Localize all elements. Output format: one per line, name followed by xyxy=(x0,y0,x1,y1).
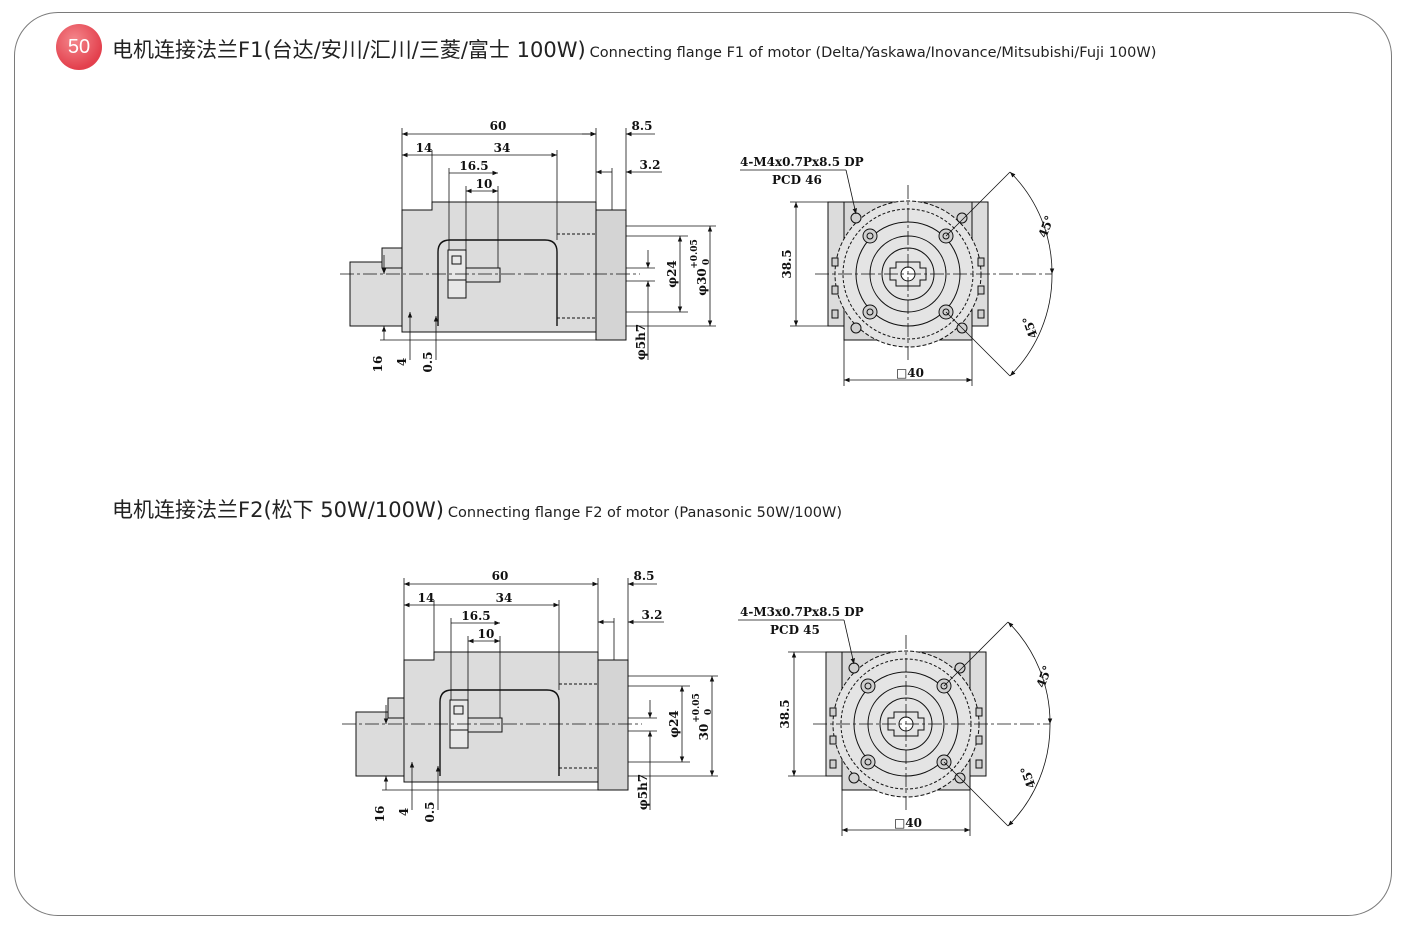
section-title-f1: 电机连接法兰F1(台达/安川/汇川/三菱/富士 100W)Connecting … xyxy=(112,34,1156,64)
front-view-f2 xyxy=(738,619,1053,836)
thread-spec: 4-M4x0.7Px8.5 DP xyxy=(740,155,864,169)
side-view-f1 xyxy=(340,128,716,360)
dim-4: 4 xyxy=(395,358,409,366)
dim-38-5: 38.5 xyxy=(778,699,792,728)
dim-phi5h7: φ5h7 xyxy=(636,774,650,810)
tol-lower: 0 xyxy=(704,709,714,715)
page-frame xyxy=(14,12,1392,916)
dim-0-5: 0.5 xyxy=(421,352,435,373)
dim-10: 10 xyxy=(476,177,493,191)
tol-lower: 0 xyxy=(702,259,712,265)
dim-10: 10 xyxy=(478,627,495,641)
title-f2-zh: 电机连接法兰F2(松下 50W/100W) xyxy=(112,498,444,522)
pcd-spec: PCD 45 xyxy=(770,623,820,637)
thread-spec: 4-M3x0.7Px8.5 DP xyxy=(740,605,864,619)
dim-16-5: 16.5 xyxy=(461,609,490,623)
dim-16: 16 xyxy=(371,356,385,373)
pcd-spec: PCD 46 xyxy=(772,173,822,187)
page-number-badge: 50 xyxy=(56,24,102,70)
dim-8-5: 8.5 xyxy=(632,119,653,133)
title-f1-en: Connecting flange F1 of motor (Delta/Yas… xyxy=(589,45,1157,61)
dim-phi24: φ24 xyxy=(665,260,679,288)
dim-60: 60 xyxy=(490,119,507,133)
dim-3-2: 3.2 xyxy=(642,608,663,622)
title-f2-en: Connecting flange F2 of motor (Panasonic… xyxy=(447,505,843,521)
side-view-f2-labels: 60 8.5 14 34 16.5 10 3.2 φ24 30 +0.05 0 … xyxy=(373,569,714,822)
tol-upper: +0.05 xyxy=(690,239,700,268)
dim-8-5: 8.5 xyxy=(634,569,655,583)
section-title-f2: 电机连接法兰F2(松下 50W/100W)Connecting flange F… xyxy=(112,494,842,524)
angle-45-top: 45° xyxy=(1036,214,1057,240)
front-view-f1 xyxy=(740,169,1055,386)
angle-45-bottom: 45° xyxy=(1020,314,1041,340)
dim-phi30: φ30 xyxy=(695,268,709,296)
dim-34: 34 xyxy=(494,141,511,155)
dim-0-5: 0.5 xyxy=(423,802,437,823)
title-f1-zh: 电机连接法兰F1(台达/安川/汇川/三菱/富士 100W) xyxy=(112,38,586,62)
dim-14: 14 xyxy=(416,141,433,155)
angle-45-bottom: 45° xyxy=(1018,764,1039,790)
dim-14: 14 xyxy=(418,591,435,605)
dim-16: 16 xyxy=(373,806,387,823)
dim-16-5: 16.5 xyxy=(459,159,488,173)
dim-34: 34 xyxy=(496,591,513,605)
dim-phi5h7: φ5h7 xyxy=(634,324,648,360)
dim-38-5: 38.5 xyxy=(780,249,794,278)
dim-3-2: 3.2 xyxy=(640,158,661,172)
dim-30: 30 xyxy=(697,724,711,741)
side-view-f2 xyxy=(342,578,718,810)
dim-phi24: φ24 xyxy=(667,710,681,738)
dim-square-40: □40 xyxy=(894,816,922,830)
side-view-f1-labels: 60 8.5 14 34 16.5 10 3.2 φ24 φ30 +0.05 0… xyxy=(371,119,712,372)
front-view-f1-labels: 4-M4x0.7Px8.5 DP PCD 46 38.5 □40 45° 45° xyxy=(740,155,1057,380)
dim-4: 4 xyxy=(397,808,411,816)
tol-upper: +0.05 xyxy=(692,693,702,722)
angle-45-top: 45° xyxy=(1034,664,1055,690)
dim-60: 60 xyxy=(492,569,509,583)
dim-square-40: □40 xyxy=(896,366,924,380)
